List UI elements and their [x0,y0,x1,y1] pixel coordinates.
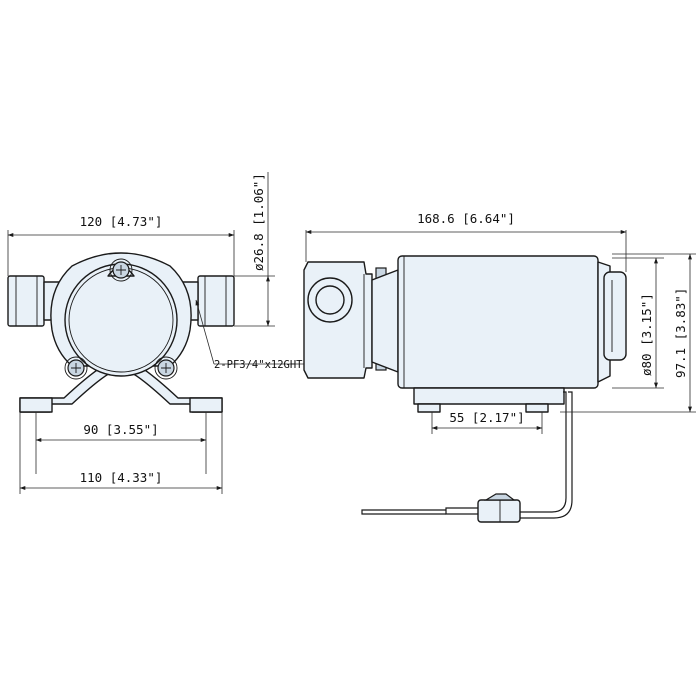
port-thread-label: 2-PF3/4"x12GHT [214,359,303,371]
side-dimensions: 168.6 [6.64"] ø80 [3.15"] 97.1 [3.83"] 5… [305,211,696,434]
side-motor [397,255,599,389]
side-connector [477,499,521,523]
front-view [7,252,235,413]
dim-side-length: 168.6 [6.64"] [417,211,515,226]
front-dimensions: 120 [4.73"] 90 [3.55"] 110 [4.33"] ø26.8… [7,172,305,494]
dim-side-mount: 55 [2.17"] [449,410,524,425]
front-foot-left [19,397,53,413]
side-view [303,255,627,523]
side-coupling [371,269,399,373]
dim-front-width: 120 [4.73"] [80,214,163,229]
dim-motor-diameter: ø80 [3.15"] [639,293,654,376]
front-port-left [7,275,45,327]
side-cable [520,391,573,519]
dim-mount-outer: 110 [4.33"] [80,470,163,485]
front-port-right [197,275,235,327]
side-clip [603,271,627,361]
side-base [413,387,565,405]
dim-mount-inner: 90 [3.55"] [83,422,158,437]
dim-side-height: 97.1 [3.83"] [673,288,688,378]
dim-port-diameter: ø26.8 [1.06"] [251,173,266,271]
front-foot-right [189,397,223,413]
